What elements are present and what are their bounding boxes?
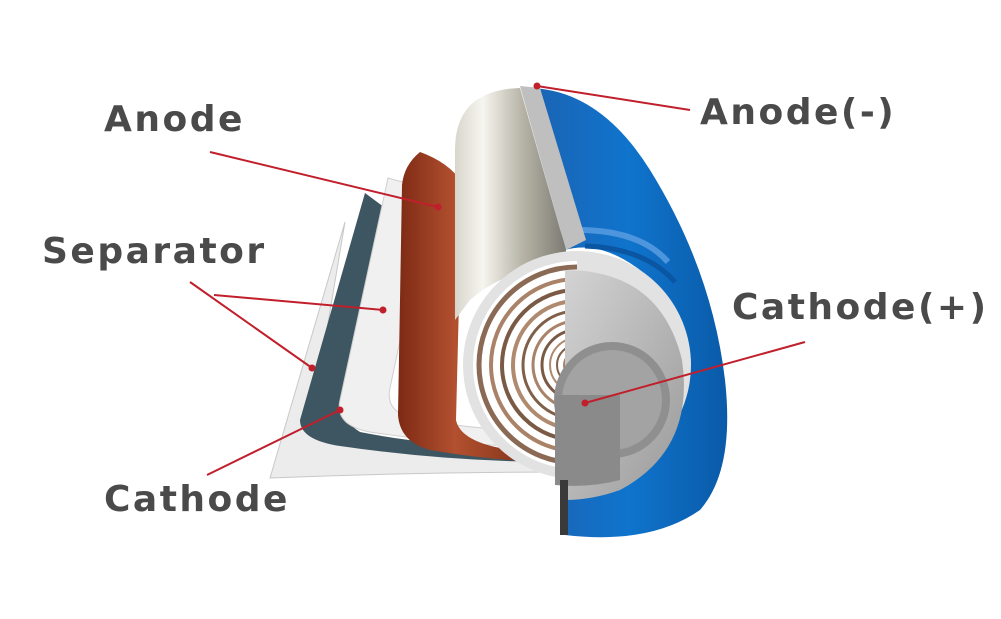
label-anode-terminal: Anode(-): [700, 92, 897, 133]
leader-dot-anode-terminal: [533, 82, 541, 90]
leader-dot-separator-outer: [308, 364, 316, 372]
leader-dot-anode: [434, 203, 442, 211]
leader-line-anode-terminal: [533, 82, 691, 111]
cathode-cap: [554, 270, 684, 535]
leader-dot-cathode: [336, 406, 344, 414]
leader-line-cathode: [206, 406, 344, 476]
leader-line-separator: [189, 281, 387, 372]
cathode-sheet: [300, 193, 560, 462]
label-separator: Separator: [42, 231, 267, 272]
leader-dot-cathode-terminal: [581, 399, 589, 407]
leader-dot-separator-inner: [379, 306, 387, 314]
leader-line-cathode-terminal: [581, 341, 806, 407]
leader-line-anode: [209, 151, 442, 211]
label-cathode-terminal: Cathode(+): [732, 287, 989, 328]
label-anode: Anode: [104, 99, 245, 140]
anode-sheet: [398, 152, 560, 462]
label-cathode: Cathode: [104, 479, 290, 520]
